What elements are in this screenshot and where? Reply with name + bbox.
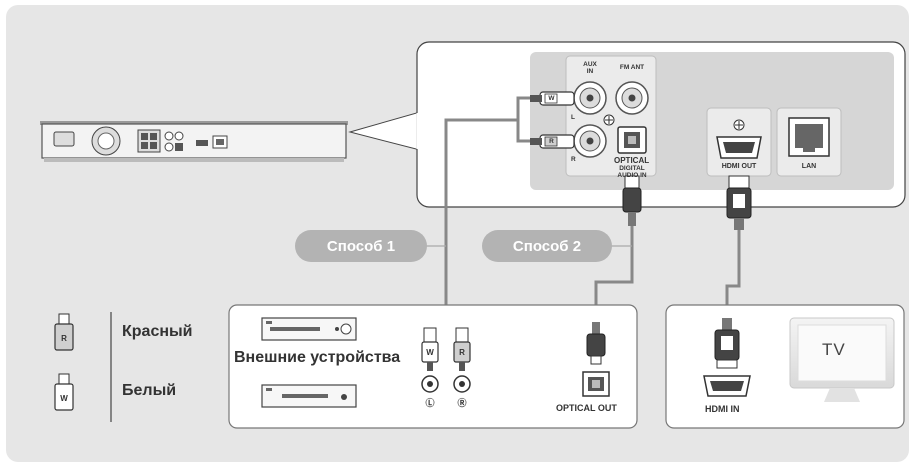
rca-red-plug <box>453 327 471 371</box>
digital-audio-in-label: DIGITAL AUDIO IN <box>617 165 647 179</box>
rca-right-jack <box>453 375 471 393</box>
method-1-label: Способ 1 <box>295 230 427 262</box>
vcr-player-icon <box>261 384 357 408</box>
hdmi-plug-top <box>726 175 752 230</box>
hdmi-in-label: HDMI IN <box>705 404 740 414</box>
rca-left-mark: Ⓛ <box>425 398 435 408</box>
optical-label: OPTICAL <box>614 156 650 165</box>
aux-left-label: L <box>571 114 575 121</box>
legend-red-letter: R <box>61 334 67 343</box>
ground-screw-icon <box>603 114 615 126</box>
home-theater-device <box>40 121 348 162</box>
aux-right-label: R <box>571 156 576 163</box>
lan-label: LAN <box>801 163 817 170</box>
optical-plug-bottom <box>586 322 606 365</box>
hdmi-cable <box>725 230 741 318</box>
aux-right-jack <box>573 124 607 158</box>
hdmi-screw-icon <box>733 119 745 131</box>
rca-left-jack <box>421 375 439 393</box>
tv-label: TV <box>822 340 846 359</box>
method-2-label: Способ 2 <box>482 230 612 262</box>
hdmi-out-label: HDMI OUT <box>721 163 757 170</box>
hdmi-out-port <box>716 136 762 159</box>
tv-icon <box>789 317 895 402</box>
rca-right-mark: Ⓡ <box>457 398 467 408</box>
cable-method-2 <box>594 226 634 322</box>
lan-port <box>788 117 830 157</box>
dvd-player-icon <box>261 317 357 341</box>
optical-port <box>617 126 647 154</box>
legend-red-label: Красный <box>122 323 193 340</box>
legend-white-plug-icon <box>54 373 74 411</box>
external-devices-label: Внешние устройства <box>234 349 401 366</box>
fm-ant-label: FM ANT <box>619 64 645 71</box>
hdmi-in-port <box>703 375 751 397</box>
rca-white-plug <box>421 327 439 371</box>
aux-in-label: AUX IN <box>583 61 597 75</box>
legend-white-letter: W <box>60 394 68 403</box>
aux-white-plug <box>530 91 575 106</box>
rca-red-plug-letter: R <box>459 348 465 357</box>
optical-out-label: OPTICAL OUT <box>556 403 617 413</box>
aux-red-plug-letter: R <box>549 138 554 145</box>
optical-out-port <box>582 371 610 397</box>
hdmi-plug-bottom <box>714 318 740 369</box>
aux-left-jack <box>573 81 607 115</box>
legend-white-label: Белый <box>122 382 177 399</box>
aux-white-plug-letter: W <box>548 95 555 102</box>
rca-white-plug-letter: W <box>426 348 434 357</box>
legend-red-plug-icon <box>54 313 74 351</box>
optical-plug-top <box>622 175 642 226</box>
aux-red-plug <box>530 134 575 149</box>
fm-antenna-jack <box>615 81 649 115</box>
